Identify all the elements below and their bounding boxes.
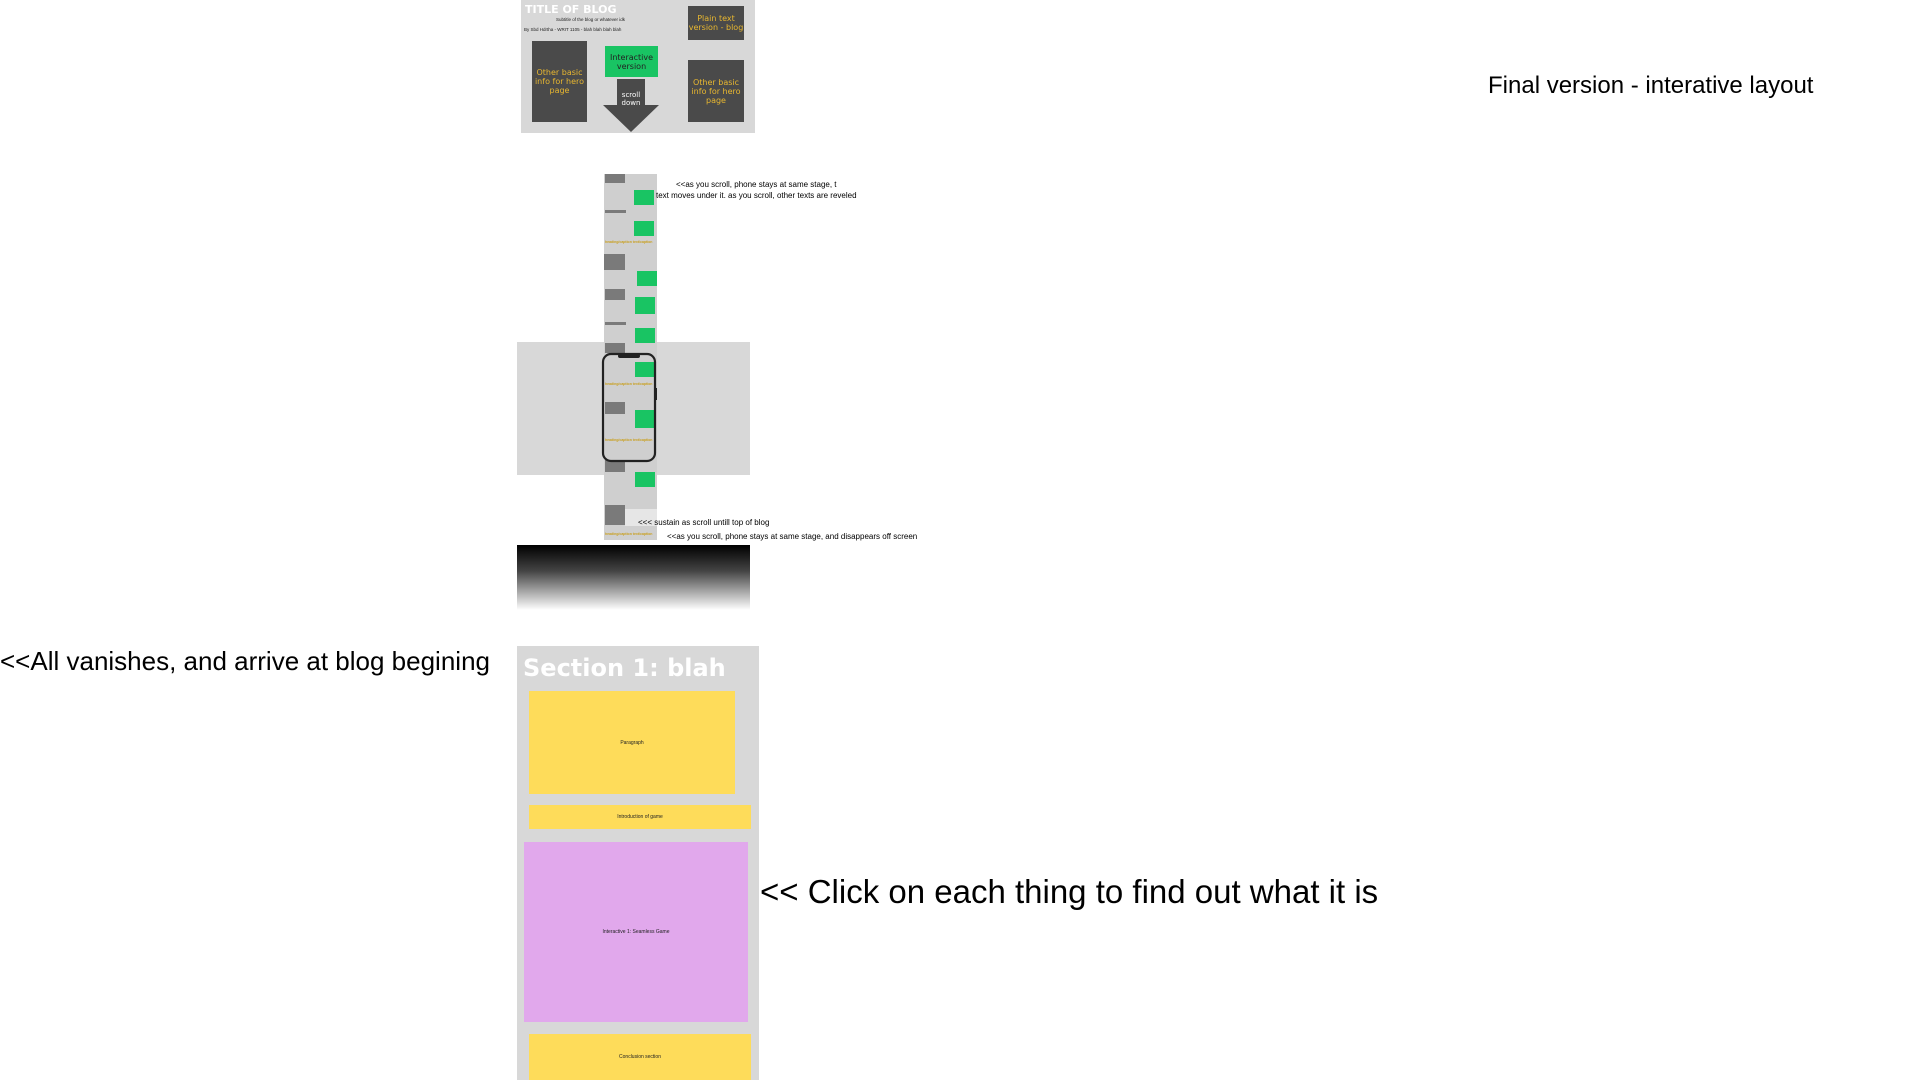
strip-caption: heading/caption text/caption [605, 240, 653, 244]
sustain-note: <<< sustain as scroll untill top of blog [638, 518, 770, 527]
phone-outline-icon [601, 352, 657, 463]
disappear-note: <<as you scroll, phone stays at same sta… [667, 532, 918, 541]
paragraph-label: Paragraph [620, 739, 644, 746]
hero-byline: By Sbd Hdrtha - WRIT 1105 - blah blah bl… [524, 27, 622, 32]
interactive-game-block[interactable]: Interactive 1: Seamless Game [524, 842, 748, 1022]
strip-image-block [605, 505, 625, 525]
strip-green-block [635, 297, 655, 314]
strip-image-block [605, 402, 625, 414]
final-version-note: Final version - interative layout [1488, 72, 1814, 99]
strip-caption: heading/caption text/caption [605, 382, 653, 386]
click-note: << Click on each thing to find out what … [760, 873, 1379, 910]
plain-text-version-button[interactable]: Plain text version - blog [688, 6, 744, 40]
paragraph-block[interactable]: Paragraph [529, 691, 735, 794]
hero-wireframe: TITLE OF BLOG Subtitle of the blog or wh… [521, 0, 755, 133]
strip-green-block [635, 328, 655, 343]
strip-green-block [635, 410, 655, 428]
intro-game-block[interactable]: Introduction of game [529, 805, 751, 829]
scroll-phone-note-line1: <<as you scroll, phone stays at same sta… [676, 180, 837, 189]
blog-section-wireframe: Section 1: blah Paragraph Introduction o… [517, 646, 759, 1080]
strip-line-block [605, 322, 626, 325]
strip-green-block [635, 472, 655, 487]
strip-image-block [604, 254, 625, 270]
vanish-note: <<All vanishes, and arrive at blog begin… [0, 646, 490, 676]
hero-subtitle: Subtitle of the blog or whatever idk [556, 17, 626, 22]
fade-gradient [517, 545, 750, 610]
strip-end-block [625, 509, 657, 526]
hero-info-right-label: Other basic info for hero page [691, 77, 741, 105]
hero-info-left: Other basic info for hero page [532, 41, 587, 122]
strip-green-block [634, 221, 654, 236]
strip-line-block [605, 210, 626, 213]
interactive-game-label: Interactive 1: Seamless Game [602, 929, 670, 935]
strip-caption: heading/caption text/caption [605, 438, 653, 442]
plain-text-version-label: Plain text version - blog [688, 14, 744, 32]
conclusion-label: Conclusion section [619, 1054, 661, 1060]
hero-title: TITLE OF BLOG [525, 3, 617, 16]
strip-image-block [605, 174, 625, 183]
strip-caption: heading/caption text/caption [605, 532, 653, 536]
interactive-version-button[interactable]: Interactive version [605, 46, 658, 77]
section-title: Section 1: blah [523, 654, 726, 682]
strip-image-block [605, 343, 625, 353]
conclusion-block[interactable]: Conclusion section [529, 1034, 751, 1080]
hero-info-right: Other basic info for hero page [688, 60, 744, 122]
interactive-version-label: Interactive version [609, 52, 654, 71]
strip-green-block [637, 271, 657, 286]
hero-info-left-label: Other basic info for hero page [534, 68, 585, 95]
scroll-down-label: scroll down [621, 91, 641, 107]
strip-image-block [605, 460, 625, 472]
strip-image-block [605, 289, 625, 300]
scroll-phone-note-line2: text moves under it. as you scroll, othe… [656, 191, 857, 200]
intro-game-label: Introduction of game [617, 814, 663, 820]
scroll-down-arrow-icon [603, 79, 659, 132]
strip-green-block [634, 190, 654, 205]
strip-green-block [635, 362, 655, 377]
